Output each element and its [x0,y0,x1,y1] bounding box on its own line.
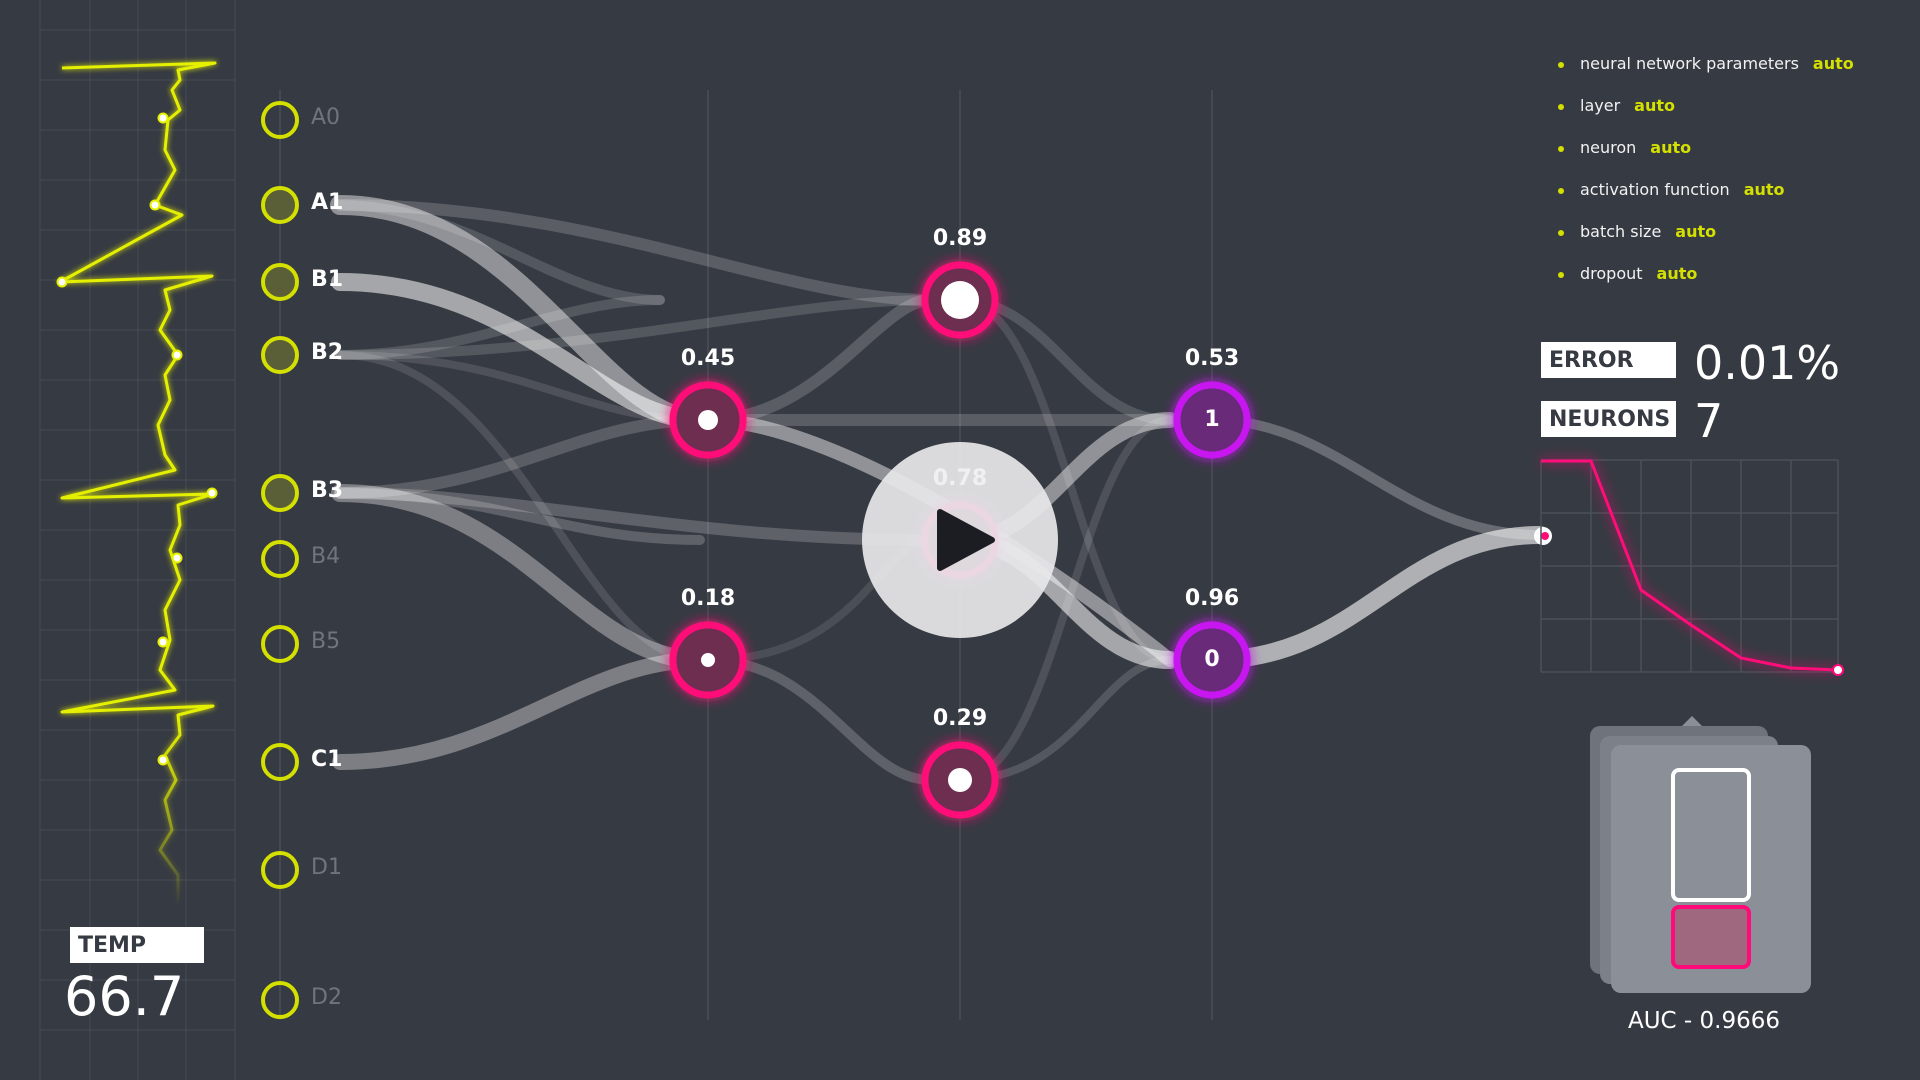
bullet-icon [1558,229,1564,236]
hidden-layer-1 [669,381,747,699]
error-curve [1541,459,1839,672]
input-node-b1[interactable] [261,263,299,301]
auc-label: AUC - 0.9666 [1627,1008,1781,1034]
hidden-node-5-value: 0.29 [932,706,988,731]
input-node-c1[interactable] [261,743,299,781]
error-chart-grid [1540,459,1839,673]
input-node-d2[interactable] [261,981,299,1019]
temperature-trace [58,61,217,905]
output-layer [1173,381,1251,699]
play-button[interactable] [862,442,1058,638]
error-value: 0.01% [1694,336,1841,390]
bullet-icon [1558,145,1564,152]
input-node-b4[interactable] [261,540,299,578]
hidden-node-3[interactable] [921,261,999,339]
auc-card-stack [1590,716,1811,993]
param-value: auto [1650,138,1692,157]
input-label-b4: B4 [311,544,341,569]
bullet-icon [1558,271,1564,278]
param-value: auto [1743,180,1785,199]
param-value: auto [1675,222,1717,241]
param-activation[interactable]: activation function auto [1558,180,1785,199]
hidden-node-4-value: 0.78 [932,466,988,491]
input-layer [261,101,299,1019]
output-node-0-label: 0 [1204,647,1220,672]
param-layer[interactable]: layer auto [1558,96,1675,115]
param-dropout[interactable]: dropout auto [1558,264,1697,283]
error-label: ERROR [1541,342,1676,378]
input-label-b3: B3 [311,478,344,503]
param-value: auto [1634,96,1675,115]
input-label-b2: B2 [311,340,344,365]
input-label-c1: C1 [311,747,343,772]
hidden-node-1[interactable] [669,381,747,459]
param-name: neural network parameters [1580,54,1799,73]
hidden-node-2[interactable] [669,621,747,699]
input-label-a1: A1 [311,190,344,215]
param-name: batch size [1580,222,1662,241]
hidden-node-1-value: 0.45 [680,346,736,371]
input-node-a0[interactable] [261,101,299,139]
input-label-d2: D2 [311,985,342,1010]
hidden-node-5[interactable] [921,741,999,819]
input-node-b3[interactable] [261,474,299,512]
neurons-value: 7 [1694,394,1724,448]
param-name: layer [1580,96,1621,115]
temperature-grid [39,0,236,1080]
param-value: auto [1656,264,1698,283]
auc-gauge-lower [1671,905,1751,969]
output-node-1[interactable] [1173,381,1251,459]
output-node-1-label: 1 [1204,407,1220,432]
input-label-a0: A0 [311,105,341,130]
output-node-0[interactable] [1173,621,1251,699]
param-name: neuron [1580,138,1637,157]
input-node-b5[interactable] [261,625,299,663]
bullet-icon [1558,103,1564,110]
input-label-b1: B1 [311,267,344,292]
input-node-d1[interactable] [261,851,299,889]
neurons-label: NEURONS [1541,401,1676,437]
param-name: dropout [1580,264,1643,283]
play-icon [937,509,995,571]
input-label-b5: B5 [311,629,341,654]
bullet-icon [1558,61,1564,68]
bullet-icon [1558,187,1564,194]
final-output-dot [1541,532,1549,540]
output-node-1-value: 0.53 [1184,346,1240,371]
auc-gauge-upper [1671,768,1751,902]
temperature-markers [56,112,218,766]
output-node-0-value: 0.96 [1184,586,1240,611]
connections [330,195,1549,785]
param-network[interactable]: neural network parameters auto [1558,54,1854,73]
param-value: auto [1812,54,1854,73]
temp-label: TEMP [70,927,204,963]
input-node-a1[interactable] [261,186,299,224]
error-curve-endpoint [1832,664,1844,676]
input-label-d1: D1 [311,855,342,880]
input-node-b2[interactable] [261,336,299,374]
hidden-node-2-value: 0.18 [680,586,736,611]
hidden-node-3-value: 0.89 [932,226,988,251]
temp-value: 66.7 [64,965,185,1028]
param-name: activation function [1580,180,1730,199]
param-neuron[interactable]: neuron auto [1558,138,1691,157]
param-batch-size[interactable]: batch size auto [1558,222,1716,241]
